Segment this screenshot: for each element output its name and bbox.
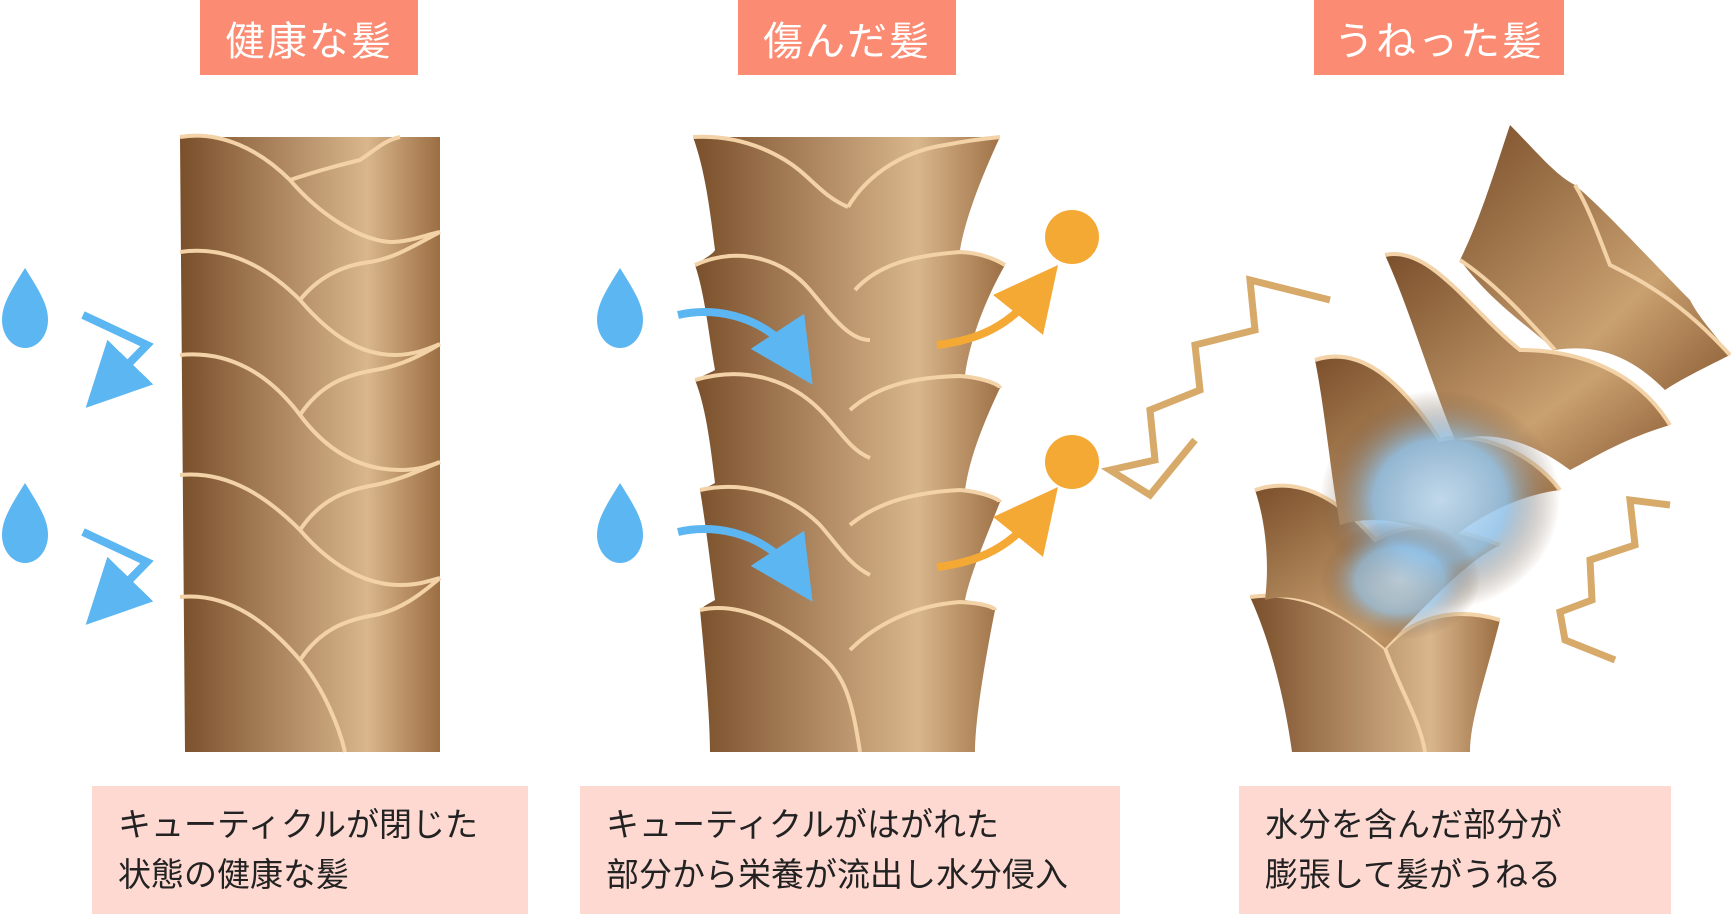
caption-line: 部分から栄養が流出し水分侵入 (606, 855, 1068, 894)
caption-line: 状態の健康な髪 (118, 855, 349, 894)
nutrient-dot-icon (1045, 435, 1099, 489)
caption-wavy: 水分を含んだ部分が 膨張して髪がうねる (1239, 786, 1671, 914)
panel-title-wavy: うねった髪 (1314, 0, 1564, 75)
nutrient-leaving-arrow-icon (936, 487, 1058, 571)
healthy-hair-shaft (179, 133, 442, 753)
caption-healthy: キューティクルが閉じた 状態の健康な髪 (92, 786, 528, 914)
frizz-zigzag-icon (1100, 275, 1331, 500)
panel-title-text: うねった髪 (1334, 18, 1544, 65)
panel-title-text: 健康な髪 (225, 18, 393, 65)
nutrient-dot-icon (1045, 210, 1099, 264)
repelled-water-arrow-icon (81, 311, 154, 408)
water-drop-icon (2, 483, 48, 563)
caption-line: キューティクルがはがれた (606, 805, 1000, 844)
caption-line: 膨張して髪がうねる (1265, 855, 1562, 894)
caption-line: キューティクルが閉じた (118, 805, 479, 844)
water-drop-icon (597, 268, 643, 348)
panel-title-healthy: 健康な髪 (200, 0, 418, 75)
panel-title-damaged: 傷んだ髪 (738, 0, 956, 75)
nutrient-leaving-arrow-icon (936, 265, 1058, 349)
repelled-water-arrow-icon (81, 528, 154, 625)
water-drop-icon (2, 268, 48, 348)
water-entering-arrow-icon (677, 308, 813, 385)
water-drop-icon (597, 483, 643, 563)
wavy-hair-shaft (1249, 125, 1732, 753)
caption-line: 水分を含んだ部分が (1265, 805, 1562, 844)
water-entering-arrow-icon (677, 525, 813, 602)
frizz-zigzag-icon (1556, 495, 1671, 664)
panel-title-text: 傷んだ髪 (763, 18, 931, 65)
caption-damaged: キューティクルがはがれた 部分から栄養が流出し水分侵入 (580, 786, 1120, 914)
damaged-hair-shaft (692, 134, 1007, 753)
